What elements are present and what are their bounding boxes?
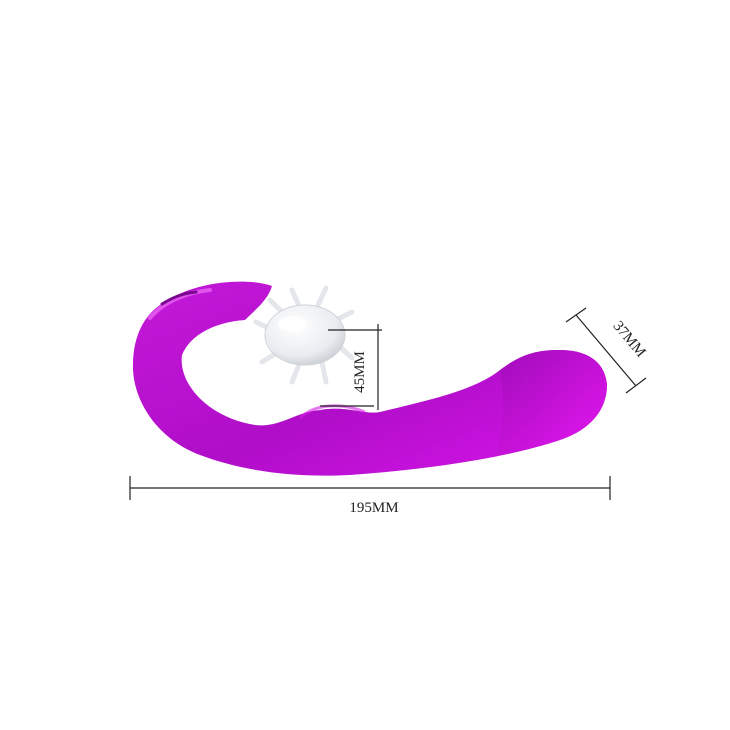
toy-shaft [132, 281, 608, 476]
button-ridge [160, 290, 198, 306]
dimension-head [565, 307, 647, 394]
head-dimension-label: 37MM [610, 318, 649, 360]
dimension-length [129, 476, 611, 500]
tickler-wheel [253, 285, 355, 385]
wheel-core [264, 304, 346, 366]
dimension-wheel [320, 324, 382, 410]
toy-body [132, 281, 608, 476]
toy-head [495, 350, 607, 455]
length-dimension-label: 195MM [349, 500, 398, 516]
arc-highlight [148, 288, 212, 320]
wheel-dimension-label: 45MM [352, 351, 368, 393]
